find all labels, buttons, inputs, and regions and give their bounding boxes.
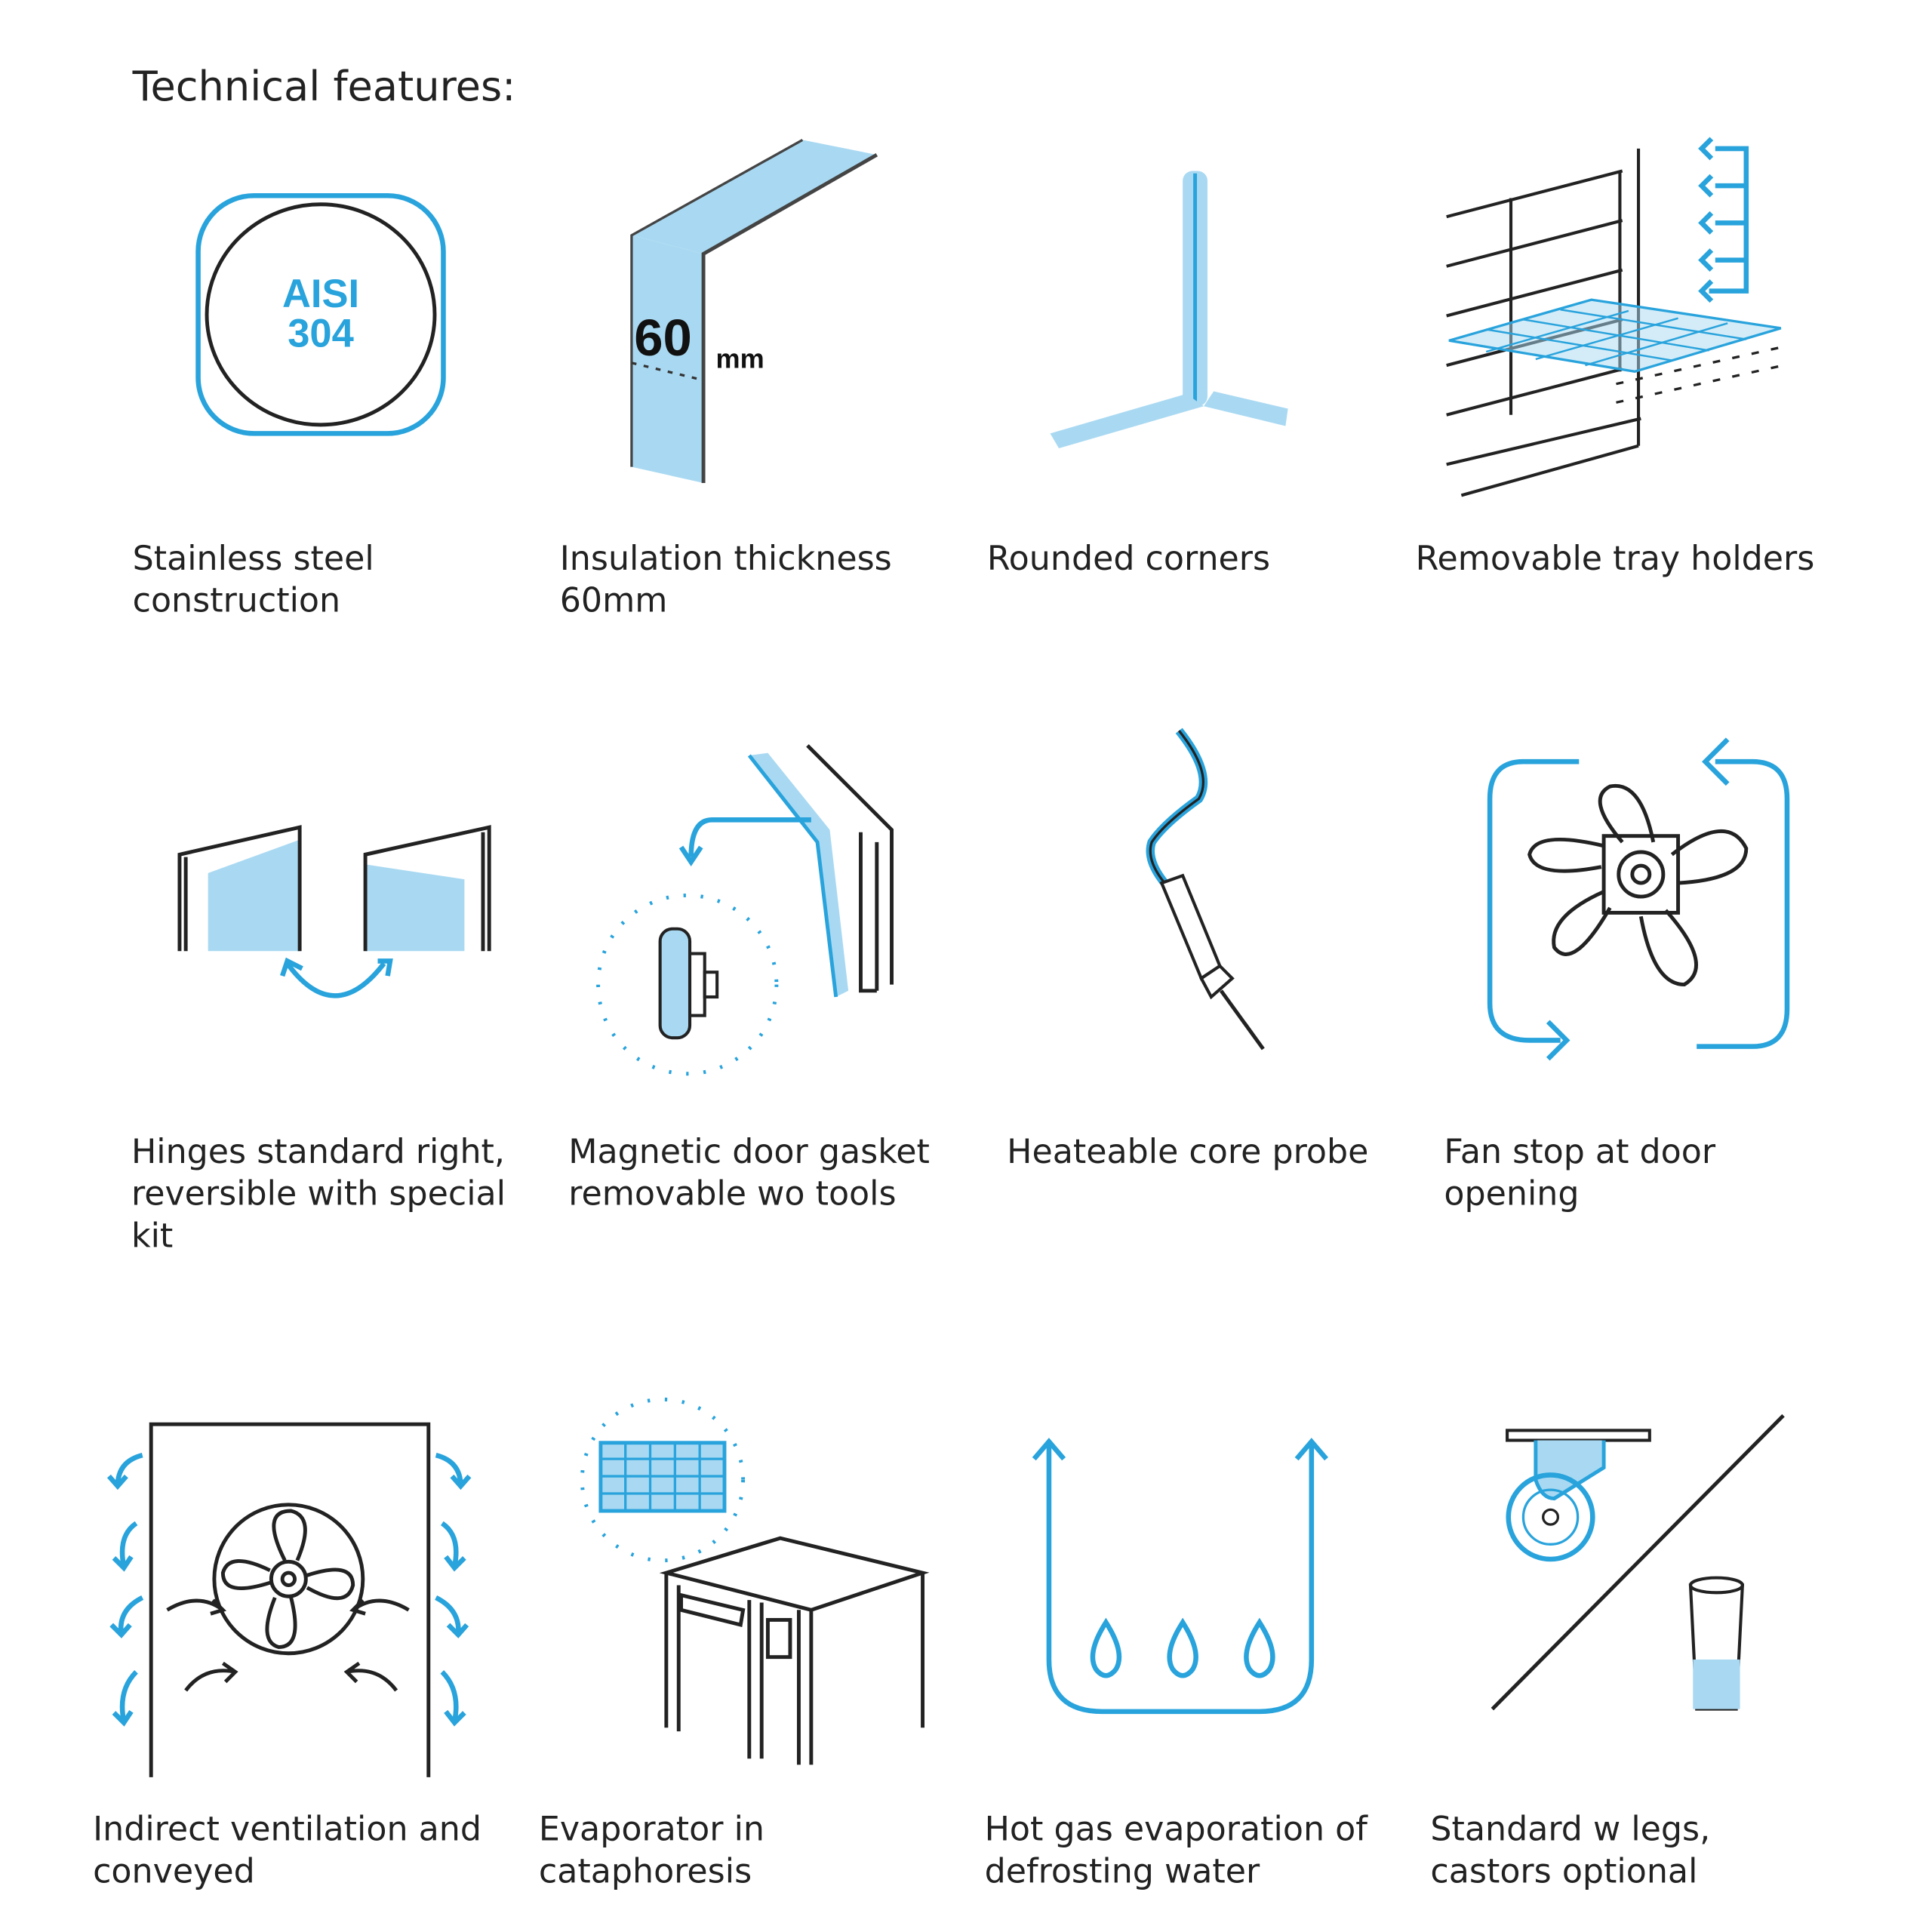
feature-label: Indirect ventilation and conveyed: [93, 1810, 482, 1891]
hinge-icon: [177, 825, 491, 998]
rounded-corner-icon: [1050, 171, 1288, 449]
aisi-text: AISI: [282, 272, 359, 316]
feature-label: Hot gas evaporation of defrosting water: [984, 1810, 1367, 1891]
feature-label: Stainless steel construction: [132, 540, 374, 621]
feature-label: Evaporator in cataphoresis: [538, 1810, 764, 1891]
page-title: Technical features:: [132, 62, 516, 111]
feature-label: Heateable core probe: [1007, 1133, 1369, 1172]
feature-label: Standard w legs, castors optional: [1430, 1810, 1711, 1891]
fan-stop-icon: [1487, 737, 1790, 1061]
insulation-icon: 60 mm: [630, 138, 878, 483]
evaporator-icon: [580, 1397, 930, 1765]
door-gasket-icon: [596, 744, 894, 1076]
hot-gas-icon: [1032, 1438, 1329, 1715]
feature-label: Removable tray holders: [1415, 540, 1815, 579]
feature-label: Insulation thickness 60mm: [559, 540, 892, 621]
aisi-grade-text: 304: [288, 311, 354, 355]
feature-label: Rounded corners: [986, 540, 1271, 579]
aisi-304-icon: AISI 304: [195, 192, 446, 436]
thickness-unit: mm: [715, 343, 764, 374]
tray-holder-icon: [1446, 137, 1784, 497]
legs-castors-icon: [1491, 1414, 1785, 1711]
thickness-value: 60: [634, 309, 692, 367]
ventilation-icon: [106, 1422, 472, 1777]
feature-label: Hinges standard right, reversible with s…: [131, 1133, 506, 1256]
core-probe-icon: [1146, 728, 1265, 1051]
feature-label: Fan stop at door opening: [1444, 1133, 1716, 1214]
feature-label: Magnetic door gasket removable wo tools: [568, 1133, 930, 1214]
